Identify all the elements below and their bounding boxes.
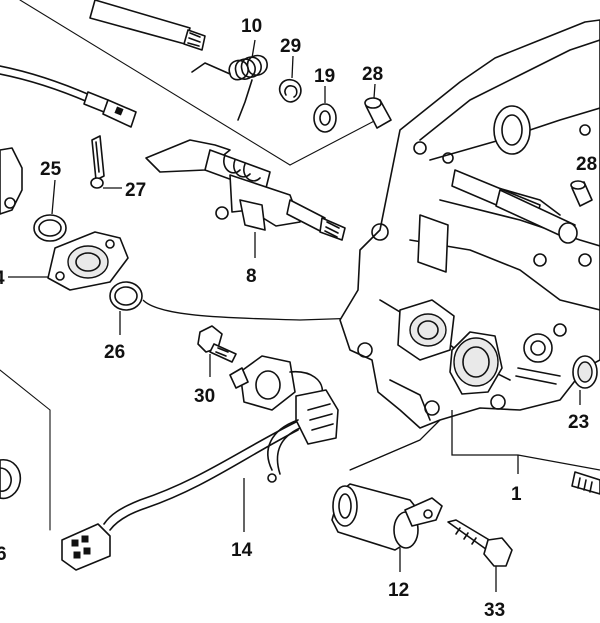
callout-12: 12 [388,580,409,601]
circlip-29 [278,55,302,103]
flange-4 [8,231,129,291]
oil-seal-23 [572,355,598,405]
washer-19 [313,86,337,133]
upper-wire-harness [0,65,137,128]
callout-26: 26 [104,342,125,363]
switch-harness-14 [61,355,339,571]
callout-28-top: 28 [362,64,383,85]
torsion-spring-10 [191,39,268,121]
crankcase-1 [339,19,600,474]
upper-shaft [89,0,206,51]
stud-bolt [571,471,600,495]
guide-pipe-12 [331,483,443,572]
dowel-pin-28-top [364,83,392,129]
bolt-30 [197,325,237,377]
pin-27 [90,135,122,189]
callout-6: 6 [0,544,7,565]
left-edge-bracket [0,147,23,215]
callout-1: 1 [511,484,522,505]
o-ring-25 [33,179,67,242]
callout-33: 33 [484,600,505,621]
callout-30: 30 [194,386,215,407]
callout-4: 4 [0,268,5,289]
o-ring-26 [109,281,361,335]
callout-8: 8 [246,266,257,287]
callout-25: 25 [40,159,62,180]
shift-shaft-assembly-8 [145,139,346,258]
callout-27: 27 [125,180,146,201]
bolt-33 [447,519,513,592]
callout-14: 14 [231,540,253,561]
callout-28-right: 28 [576,154,597,175]
callout-labels: 10 29 19 28 28 25 27 8 4 26 30 23 1 6 14… [0,16,597,621]
callout-10: 10 [241,16,262,37]
callout-19: 19 [314,66,335,87]
callout-23: 23 [568,412,589,433]
callout-29: 29 [280,36,301,57]
washer-6 [0,459,22,500]
dowel-pin-28-right [570,180,593,207]
